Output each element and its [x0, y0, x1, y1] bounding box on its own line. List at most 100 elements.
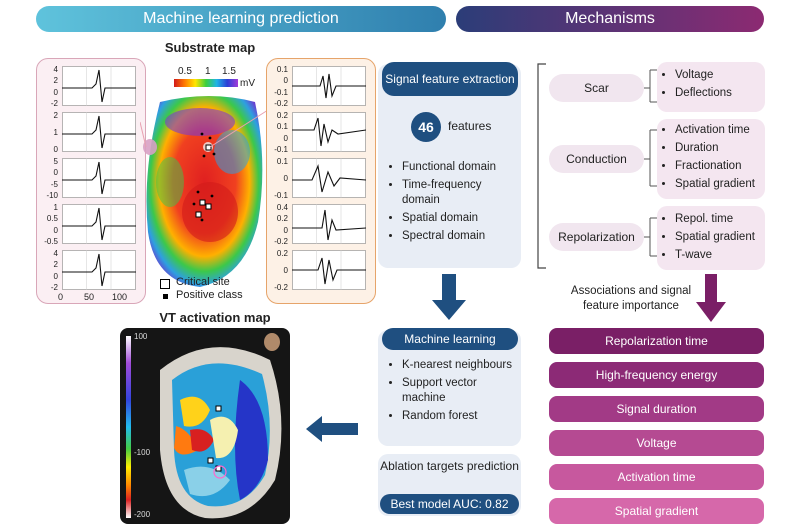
- ecg-tick: 0.5: [46, 214, 58, 224]
- ecg-tick: 4: [53, 249, 58, 258]
- ecg-tick: -5: [50, 179, 58, 189]
- importance-bar: Activation time: [549, 464, 764, 490]
- ecg-tick: 2: [53, 76, 58, 86]
- associations-label: Associations and signal feature importan…: [570, 285, 692, 312]
- vt-heart: [160, 333, 282, 519]
- ecg-tick: -0.1: [274, 145, 288, 154]
- ecg-trace: 0.1 0 -0.1: [268, 156, 372, 200]
- vt-colorbar: [126, 336, 131, 518]
- ecg-waveform: [62, 66, 136, 106]
- vt-tick: 100: [134, 332, 148, 341]
- ecg-tick: 0: [283, 133, 288, 143]
- x-tick: 50: [84, 292, 95, 302]
- ecg-tick: -2: [50, 283, 58, 292]
- ablation-title: Ablation targets prediction: [380, 459, 519, 473]
- ecg-waveform: [62, 112, 136, 152]
- ecg-tick: -0.2: [274, 283, 288, 292]
- ecg-tick: 0: [53, 168, 58, 178]
- header-ml-prediction: Machine learning prediction: [36, 6, 446, 32]
- scale-bar: [174, 79, 238, 87]
- feature-list: Functional domain Time-frequency domain …: [388, 160, 516, 247]
- ecg-tick: -0.1: [274, 191, 288, 200]
- importance-bar: High-frequency energy: [549, 362, 764, 388]
- ecg-tick: 0.4: [276, 203, 288, 212]
- vt-map-title: VT activation map: [159, 310, 271, 325]
- ecg-tick: -0.1: [274, 87, 288, 97]
- feature-count-label: features: [448, 119, 492, 133]
- critical-site-marker: [160, 279, 170, 289]
- ecg-tick: 0.2: [276, 249, 288, 258]
- ecg-tick: 5: [53, 157, 58, 166]
- ecg-tick: 2: [53, 260, 58, 270]
- ecg-tick: 4: [53, 65, 58, 74]
- ecg-tick: -10: [46, 191, 58, 200]
- repolarization-item: Spatial gradient: [675, 230, 755, 245]
- scale-tick: 1.5: [222, 66, 236, 77]
- ecg-tick: 0: [283, 266, 288, 275]
- vt-activation-map: 100 -100 -200: [120, 328, 290, 524]
- ml-title: Machine learning: [382, 328, 518, 350]
- x-tick: 100: [112, 292, 128, 302]
- scar-item: Voltage: [675, 68, 732, 83]
- ecg-waveform: [62, 204, 136, 244]
- ecg-tick: 0: [53, 87, 58, 97]
- substrate-map-title: Substrate map: [164, 40, 256, 55]
- ecg-waveform: [292, 66, 366, 106]
- ml-item: K-nearest neighbours: [402, 358, 516, 373]
- positive-class-marker: [163, 294, 168, 299]
- feature-extraction-box: [378, 64, 521, 268]
- ecg-tick: 0.1: [276, 157, 288, 166]
- ecg-tick: 0: [53, 271, 58, 281]
- ecg-tick: 0.2: [276, 214, 288, 224]
- ecg-tick: 0: [283, 174, 288, 183]
- feature-extraction-title: Signal feature extraction: [382, 62, 518, 96]
- arrow-left-icon: [306, 416, 358, 442]
- ecg-trace: 0.2 0 -0.2: [268, 248, 372, 292]
- ecg-tick: -2: [50, 99, 58, 108]
- ml-item: Random forest: [402, 409, 516, 424]
- scale-tick: 0.5: [178, 66, 192, 77]
- ecg-trace: 5 0-5 -10: [38, 156, 142, 200]
- scar-item: Deflections: [675, 86, 732, 101]
- mechanism-scar: Scar: [549, 74, 644, 102]
- x-tick: 0: [58, 292, 64, 302]
- importance-bar: Voltage: [549, 430, 764, 456]
- repolarization-item: Repol. time: [675, 212, 755, 227]
- ecg-waveform: [292, 250, 366, 290]
- mechanism-conduction: Conduction: [549, 145, 644, 173]
- repolarization-details: Repol. time Spatial gradient T-wave: [657, 206, 765, 270]
- ecg-waveform: [62, 250, 136, 290]
- ecg-tick: 0: [53, 145, 58, 154]
- mechanism-connectors: [644, 69, 657, 257]
- scar-details: Voltage Deflections: [657, 62, 765, 112]
- ecg-tick: 2: [53, 111, 58, 120]
- substrate-heart-map: [140, 96, 269, 287]
- ecg-tick: -0.5: [44, 237, 58, 246]
- conduction-item: Fractionation: [675, 159, 755, 174]
- ecg-tick: -0.2: [274, 99, 288, 108]
- mechanisms-bracket: [537, 63, 546, 269]
- ecg-tick: 0.2: [276, 111, 288, 120]
- scale-unit: mV: [240, 78, 255, 89]
- feature-item: Time-frequency domain: [402, 178, 516, 208]
- ecg-waveform: [292, 112, 366, 152]
- importance-bar: Signal duration: [549, 396, 764, 422]
- arrow-down-icon: [432, 274, 466, 320]
- importance-bar: Spatial gradient: [549, 498, 764, 524]
- feature-item: Functional domain: [402, 160, 516, 175]
- ecg-waveform: [292, 204, 366, 244]
- ecg-tick: 0: [53, 225, 58, 235]
- feature-count-badge: 46: [411, 112, 441, 142]
- conduction-item: Spatial gradient: [675, 177, 755, 192]
- legend-critical: Critical site: [176, 276, 230, 288]
- ecg-tick: 0.1: [276, 122, 288, 132]
- repolarization-item: T-wave: [675, 248, 755, 263]
- conduction-item: Activation time: [675, 123, 755, 138]
- arrow-down-purple-icon: [696, 274, 726, 322]
